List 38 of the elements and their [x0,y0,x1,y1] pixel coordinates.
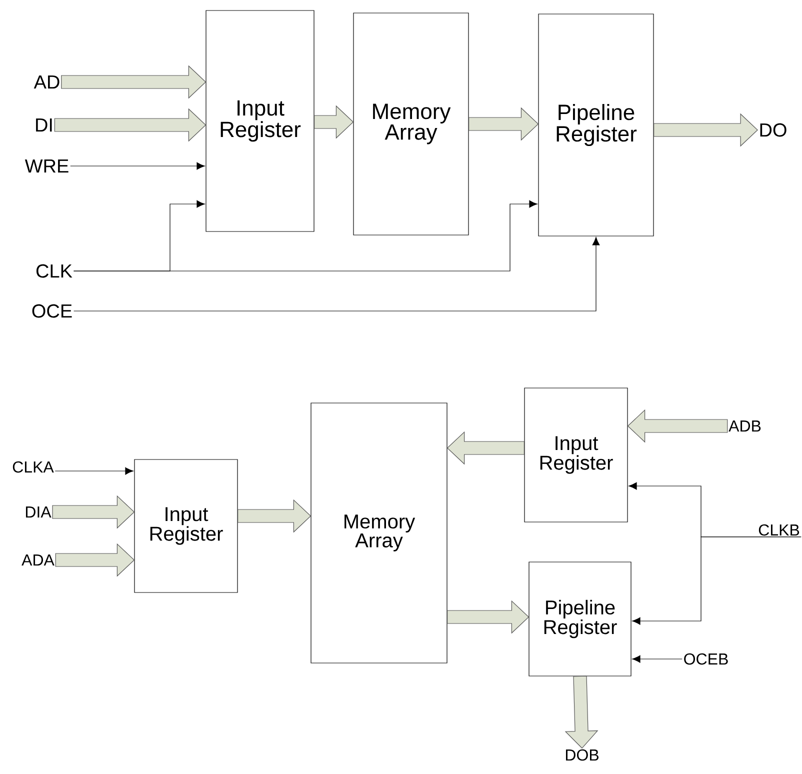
block-arrow [55,543,135,577]
register-box: Memory Array [353,12,469,236]
signal-arrow [54,467,134,475]
block-arrow [446,431,524,465]
signal-label: CLKB [758,524,800,536]
register-box: Input Register [134,459,238,593]
signal-label: CLK [36,264,72,278]
signal-label: ADB [728,420,761,432]
block-arrow [468,107,539,141]
signal-label: DI [36,118,52,132]
signal-label: OCE [32,304,72,318]
signal-arrow [73,200,538,272]
block-arrow [447,600,530,634]
signal-label: AD [34,75,60,89]
register-box: Memory Array [310,402,448,664]
block-arrow [54,108,206,142]
signal-label: CLKA [12,461,54,473]
signal-label: OCEB [684,653,728,665]
block-arrow [314,105,354,139]
signal-arrow [632,655,682,663]
signal-label: WRE [24,159,68,173]
signal-label: DO [760,123,786,137]
block-arrow [61,65,206,99]
signal-arrow [632,536,802,625]
block-arrow [654,113,758,147]
block-arrow [238,499,312,533]
signal-arrow [70,162,205,170]
register-box: Input Register [524,388,628,522]
block-arrow [564,676,598,749]
register-box: Pipeline Register [528,562,632,676]
register-box: Pipeline Register [538,14,654,236]
signal-label: ADA [22,554,54,566]
block-arrow [627,409,728,443]
signal-label: DOB [566,749,598,761]
block-arrow [52,495,135,529]
signal-label: DIA [26,506,52,518]
signal-arrow [74,237,600,312]
register-box: Input Register [206,10,314,232]
